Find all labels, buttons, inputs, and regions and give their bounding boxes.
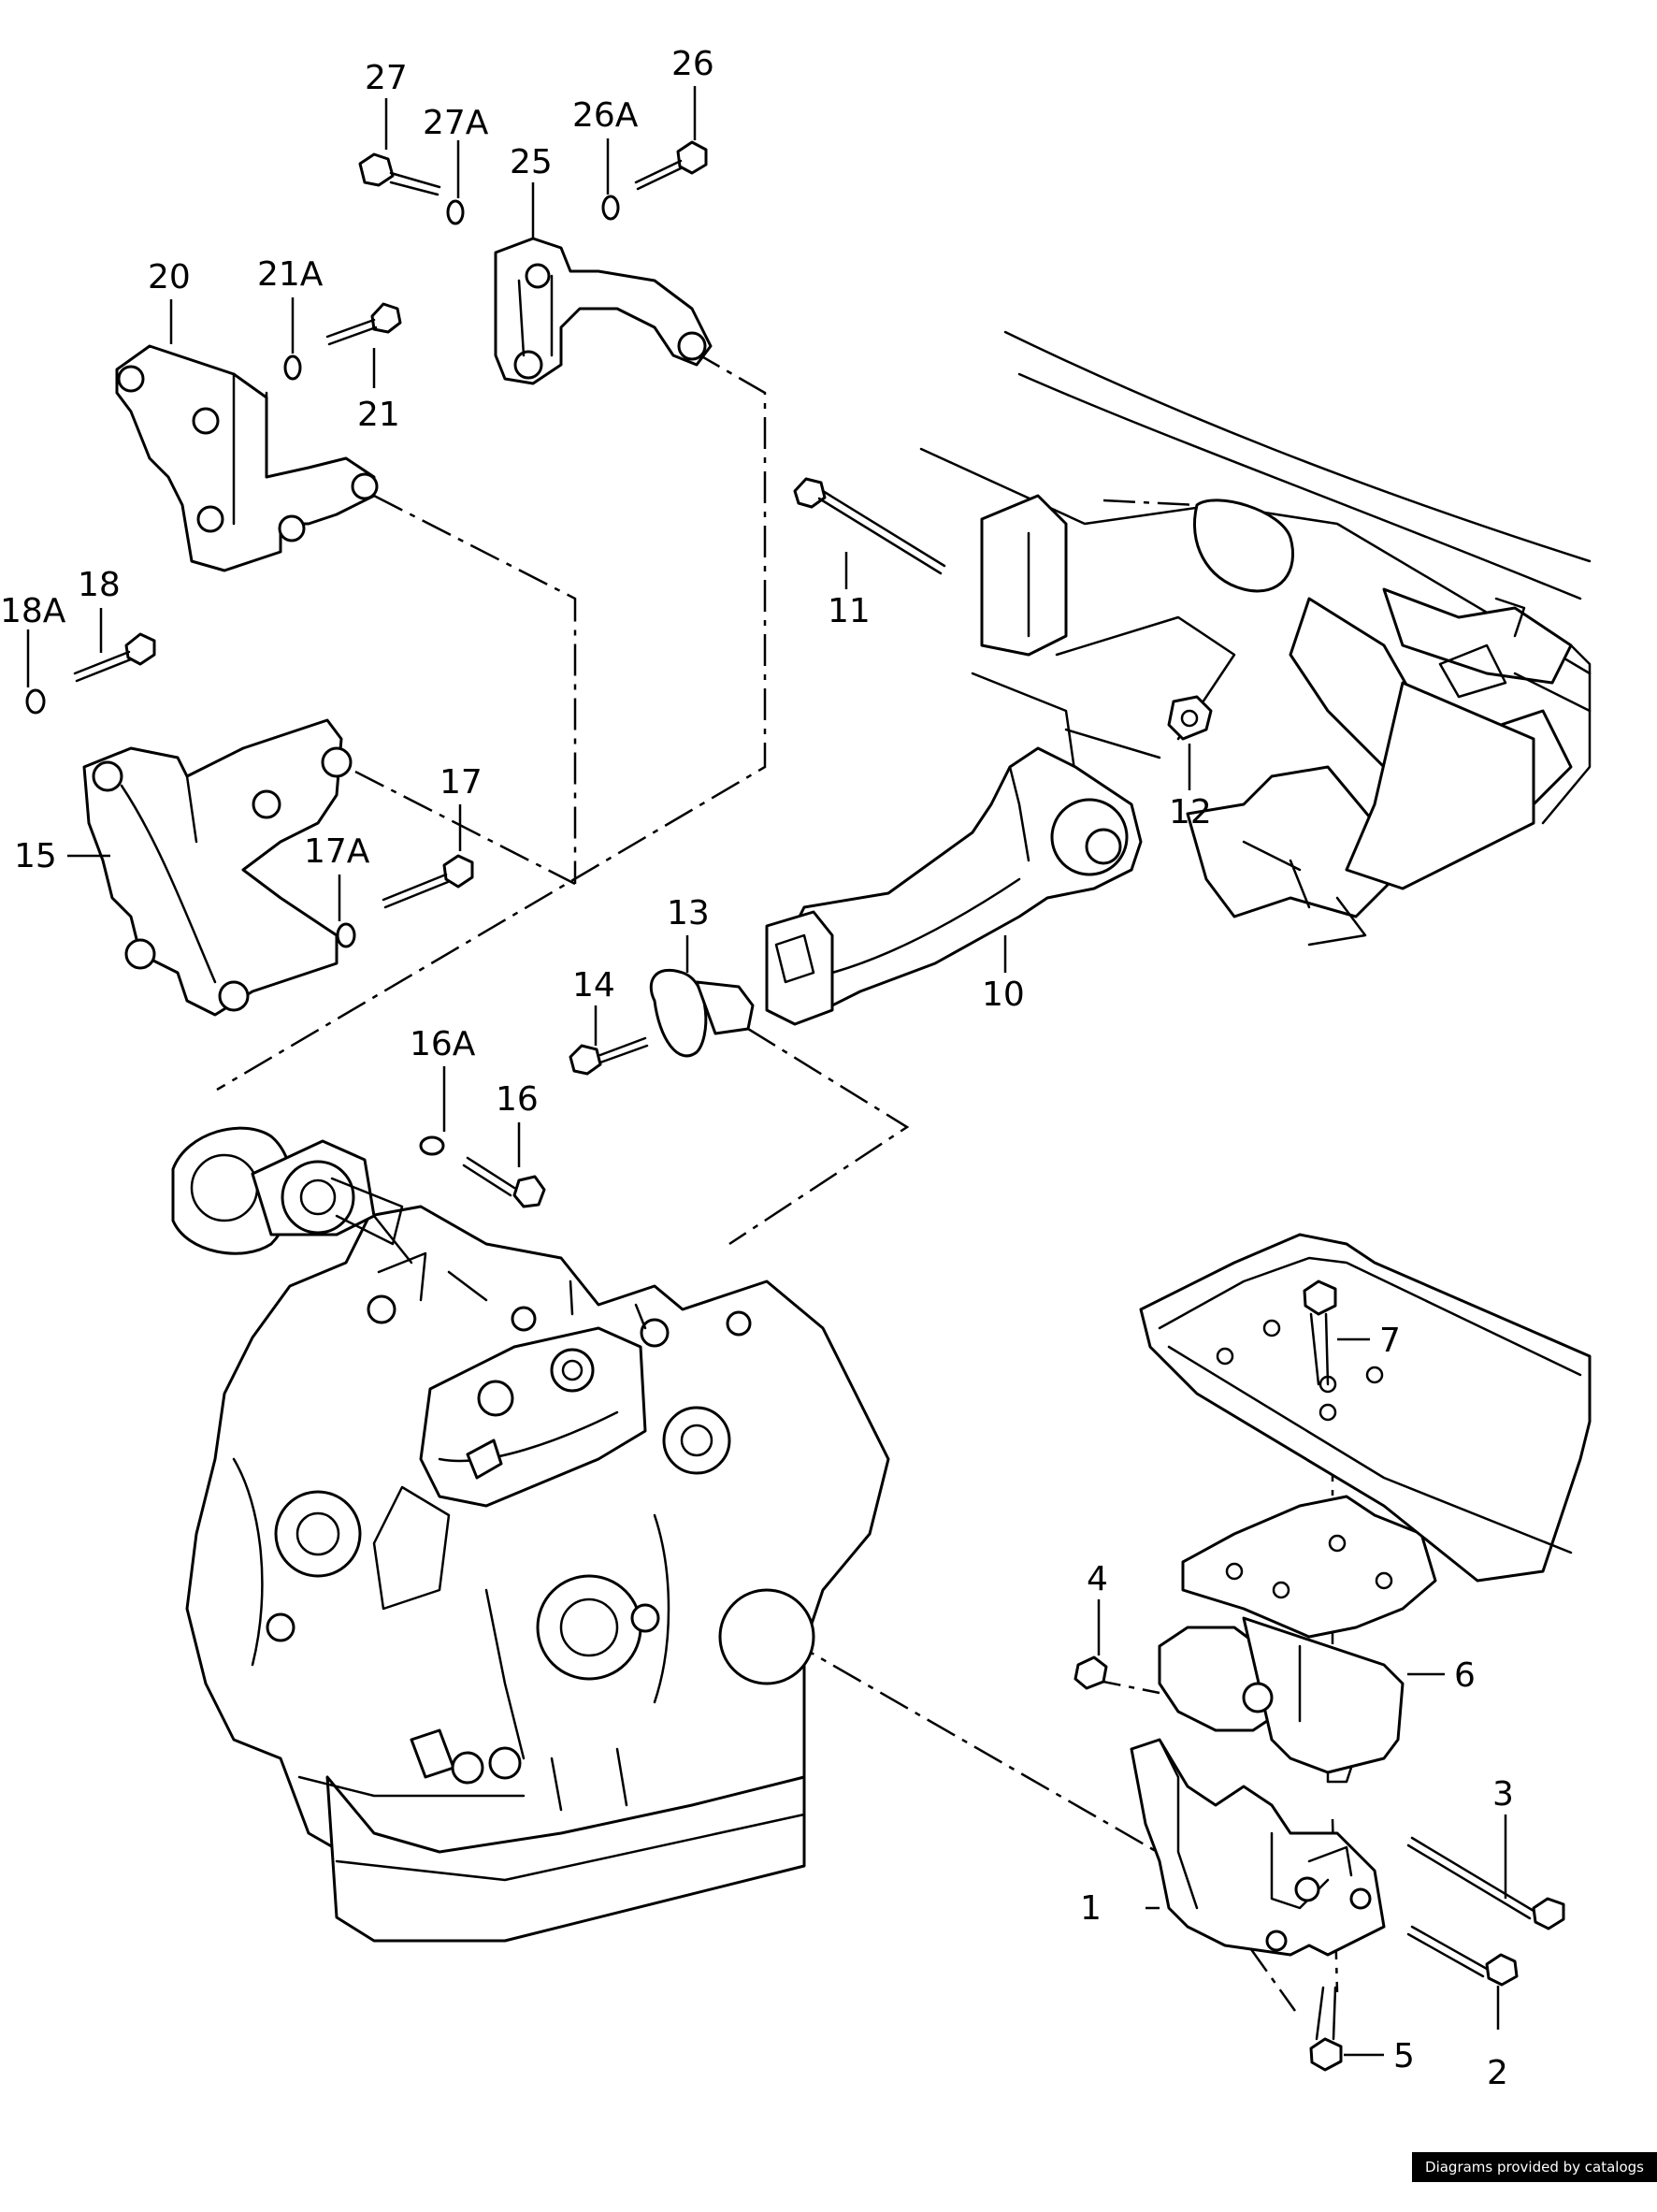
part-12-nut xyxy=(1167,695,1213,741)
label-21: 21 xyxy=(357,396,400,434)
label-7: 7 xyxy=(1379,1322,1401,1360)
label-25: 25 xyxy=(510,143,553,181)
part-10-torque-arm xyxy=(765,746,1143,1026)
label-16: 16 xyxy=(496,1080,539,1119)
label-16a: 16A xyxy=(410,1025,476,1063)
bolts xyxy=(25,140,1565,2072)
label-26a: 26A xyxy=(572,96,639,135)
bolt-18-icon xyxy=(73,632,156,683)
part-25-bracket xyxy=(494,237,713,385)
label-5: 5 xyxy=(1393,2037,1415,2075)
label-12: 12 xyxy=(1169,793,1212,831)
part-6-mount xyxy=(1158,1495,1437,1784)
bolt-21-icon xyxy=(325,302,402,346)
bolt-16-icon xyxy=(462,1156,546,1208)
label-14: 14 xyxy=(572,966,615,1005)
washer-27a-icon xyxy=(446,199,465,225)
bolt-5-icon xyxy=(1309,1986,1343,2072)
label-11: 11 xyxy=(828,592,871,630)
label-18a: 18A xyxy=(0,592,66,630)
bolt-14-icon xyxy=(569,1036,649,1076)
label-17a: 17A xyxy=(304,832,370,871)
label-6: 6 xyxy=(1454,1656,1476,1695)
bolt-27-icon xyxy=(358,152,441,196)
part-1-bracket xyxy=(1130,1738,1386,1957)
washer-18a-icon xyxy=(25,688,46,715)
label-2: 2 xyxy=(1487,2054,1508,2092)
label-27a: 27A xyxy=(423,104,489,142)
bolt-7-icon xyxy=(1303,1279,1337,1386)
label-4: 4 xyxy=(1087,1560,1108,1598)
label-3: 3 xyxy=(1492,1775,1514,1814)
subframe xyxy=(919,330,1592,947)
transmission xyxy=(171,1126,890,1943)
bolt-2-icon xyxy=(1406,1925,1519,1987)
label-13: 13 xyxy=(667,894,710,933)
nut-4-icon xyxy=(1073,1655,1108,1690)
label-20: 20 xyxy=(148,258,191,296)
label-26: 26 xyxy=(671,45,714,83)
washer-17a-icon xyxy=(336,922,356,948)
label-1: 1 xyxy=(1080,1889,1102,1928)
leader-lines xyxy=(26,86,1507,2057)
label-15: 15 xyxy=(14,837,57,875)
part-15-bracket xyxy=(82,718,353,1017)
part-13-bushing xyxy=(649,968,755,1058)
bolt-17-icon xyxy=(382,854,474,909)
part-20-bracket xyxy=(115,344,379,572)
washer-16a-icon xyxy=(419,1135,445,1156)
bolt-3-icon xyxy=(1406,1836,1565,1930)
bolt-11-icon xyxy=(793,477,946,575)
label-10: 10 xyxy=(982,976,1025,1014)
part-labels: 27 27A 25 26A 26 20 21A 21 18A 18 15 17 … xyxy=(0,45,1514,2092)
frame-plate xyxy=(1139,1233,1592,1583)
label-27: 27 xyxy=(365,59,408,97)
bolt-26-icon xyxy=(634,140,708,191)
washer-26a-icon xyxy=(601,195,620,221)
washer-21a-icon xyxy=(283,354,302,381)
label-18: 18 xyxy=(78,566,121,604)
credit-badge: Diagrams provided by catalogs parts xyxy=(1412,2152,1657,2205)
label-21a: 21A xyxy=(257,255,324,294)
label-17: 17 xyxy=(439,763,483,802)
